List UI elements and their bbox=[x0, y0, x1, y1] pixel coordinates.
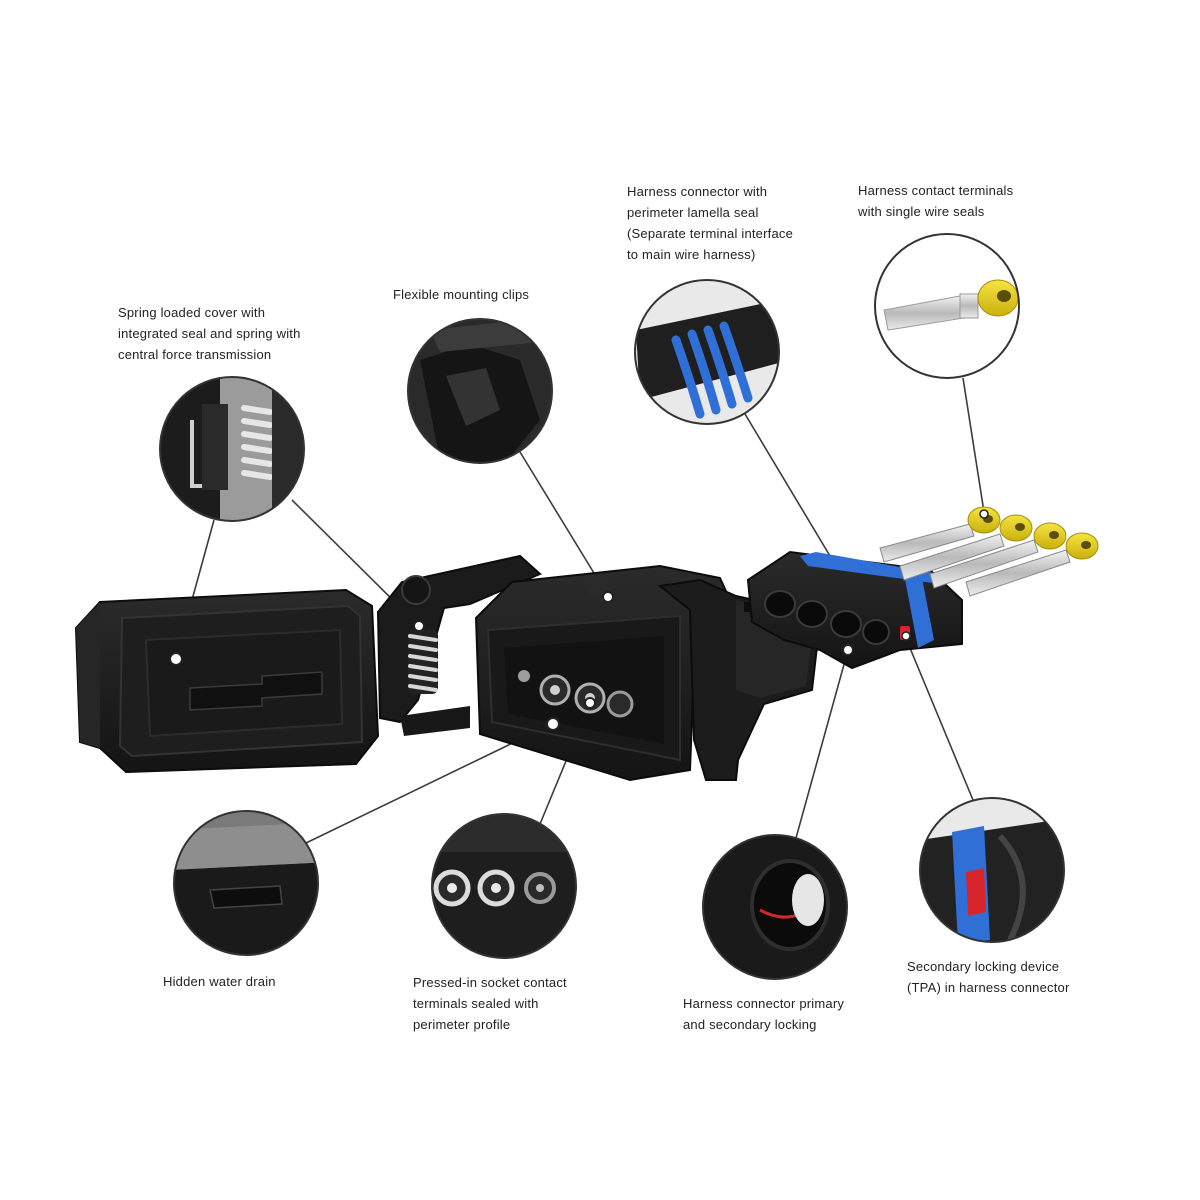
callout-dot-spring-cover bbox=[169, 652, 183, 666]
caption-line: (Separate terminal interface bbox=[627, 226, 794, 241]
spring-detail-icon bbox=[159, 376, 305, 522]
caption-line: with single wire seals bbox=[858, 204, 985, 219]
leader-tpa bbox=[904, 635, 974, 801]
drain-detail-icon bbox=[173, 810, 319, 956]
leader-lines bbox=[175, 377, 985, 844]
caption-line: Flexible mounting clips bbox=[393, 287, 530, 302]
caption-line: perimeter lamella seal bbox=[627, 205, 759, 220]
leader-lamella-seal bbox=[744, 413, 837, 567]
caption-line: Harness contact terminals bbox=[858, 183, 1014, 198]
caption-line: Harness connector primary bbox=[683, 996, 845, 1011]
callout-dot-drain bbox=[546, 717, 560, 731]
caption-primary-locking: Harness connector primary and secondary … bbox=[683, 993, 844, 1035]
callout-dot-wire-seals bbox=[979, 509, 989, 519]
leader-primary-locking bbox=[795, 649, 849, 839]
blue-seal-detail-icon bbox=[634, 279, 780, 425]
terminal-detail-icon bbox=[874, 233, 1020, 379]
callout-dot-tpa bbox=[901, 631, 911, 641]
socket-detail-icon bbox=[431, 813, 577, 959]
caption-mounting-clips: Flexible mounting clips bbox=[393, 284, 529, 305]
callout-dot-lamella bbox=[842, 644, 854, 656]
caption-line: Pressed-in socket contact bbox=[413, 975, 567, 990]
spring-cover-body bbox=[74, 588, 380, 774]
caption-line: terminals sealed with bbox=[413, 996, 539, 1011]
socket-housing bbox=[474, 564, 732, 782]
caption-line: Secondary locking device bbox=[907, 959, 1060, 974]
caption-line: integrated seal and spring with bbox=[118, 326, 301, 341]
caption-water-drain: Hidden water drain bbox=[163, 971, 276, 992]
caption-line: central force transmission bbox=[118, 347, 272, 362]
caption-line: Harness connector with bbox=[627, 184, 768, 199]
callout-dot-hinge bbox=[413, 620, 425, 632]
callout-dot-socket bbox=[584, 697, 596, 709]
leader-mounting-clips bbox=[519, 451, 609, 597]
locking-detail-icon bbox=[702, 834, 848, 980]
hinge-spring bbox=[376, 554, 542, 736]
loose-terminals bbox=[879, 506, 1099, 597]
caption-wire-seals: Harness contact terminals with single wi… bbox=[858, 180, 1013, 222]
caption-line: (TPA) in harness connector bbox=[907, 980, 1070, 995]
caption-line: to main wire harness) bbox=[627, 247, 756, 262]
caption-tpa: Secondary locking device (TPA) in harnes… bbox=[907, 956, 1069, 998]
caption-socket-terminals: Pressed-in socket contact terminals seal… bbox=[413, 972, 567, 1035]
tpa-detail-icon bbox=[919, 797, 1065, 943]
caption-line: perimeter profile bbox=[413, 1017, 511, 1032]
caption-line: Hidden water drain bbox=[163, 974, 276, 989]
caption-line: Spring loaded cover with bbox=[118, 305, 266, 320]
connector-assembly bbox=[74, 506, 1099, 782]
caption-line: and secondary locking bbox=[683, 1017, 817, 1032]
harness-connector bbox=[746, 550, 963, 670]
caption-spring-cover: Spring loaded cover with integrated seal… bbox=[118, 302, 301, 365]
clip-detail-icon bbox=[407, 318, 553, 464]
callout-dot-clips bbox=[602, 591, 614, 603]
caption-lamella-seal: Harness connector with perimeter lamella… bbox=[627, 181, 793, 265]
leader-wire-seals bbox=[962, 377, 985, 513]
